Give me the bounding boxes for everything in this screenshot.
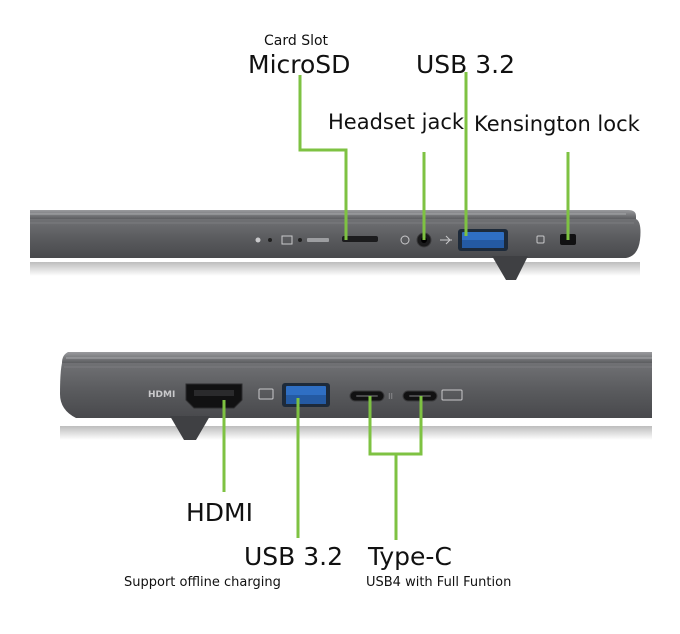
- kensington-label: Kensington lock: [474, 112, 640, 136]
- laptop-right-side: [30, 210, 641, 280]
- lock-icon: [536, 235, 545, 244]
- usb-symbol-icon: [440, 235, 452, 245]
- type-c-sub-label: USB4 with Full Funtion: [366, 575, 512, 590]
- headset-label: Headset jack: [328, 110, 465, 134]
- headset-icon: [400, 235, 410, 245]
- type-c-label: Type-C: [368, 542, 452, 571]
- usb-a-tongue-lower-2: [286, 395, 326, 404]
- laptop-base: [30, 219, 641, 258]
- microsd-callout-line: [298, 75, 348, 240]
- hdmi-label: HDMI: [186, 498, 253, 527]
- light-sensor-icon: [255, 237, 261, 243]
- usb-label-top: USB 3.2: [416, 50, 516, 79]
- hdmi-logo: HDMI: [148, 390, 175, 400]
- status-led-2: [298, 238, 302, 242]
- top-callouts: [298, 72, 570, 240]
- card-slot-caption: Card Slot: [264, 33, 329, 49]
- floor-shadow-2: [60, 426, 652, 440]
- rubber-foot-2: [170, 416, 210, 440]
- battery-icon: [281, 235, 293, 245]
- hdmi-port-inner: [194, 390, 234, 396]
- usb-a-tongue-lower: [462, 240, 504, 248]
- usb-label-bottom: USB 3.2: [244, 542, 344, 571]
- status-led-1: [268, 238, 272, 242]
- floor-shadow: [30, 262, 640, 276]
- usb-display-icon: [441, 389, 463, 401]
- type-c-tongue-1: [356, 395, 378, 397]
- laptop-left-side: HDMI ⁝⁝: [60, 352, 652, 440]
- bottom-callouts: [222, 396, 423, 540]
- usb-charge-icon: [258, 388, 274, 400]
- usb-sub-label: Support offline charging: [124, 575, 281, 590]
- sd-logo-icon: [307, 238, 329, 242]
- status-led-icons: [255, 235, 329, 245]
- microsd-label: MicroSD: [248, 50, 351, 79]
- rubber-foot: [492, 256, 528, 280]
- microsd-slot: [342, 236, 378, 242]
- type-c-separator-icon: ⁝⁝: [388, 392, 393, 401]
